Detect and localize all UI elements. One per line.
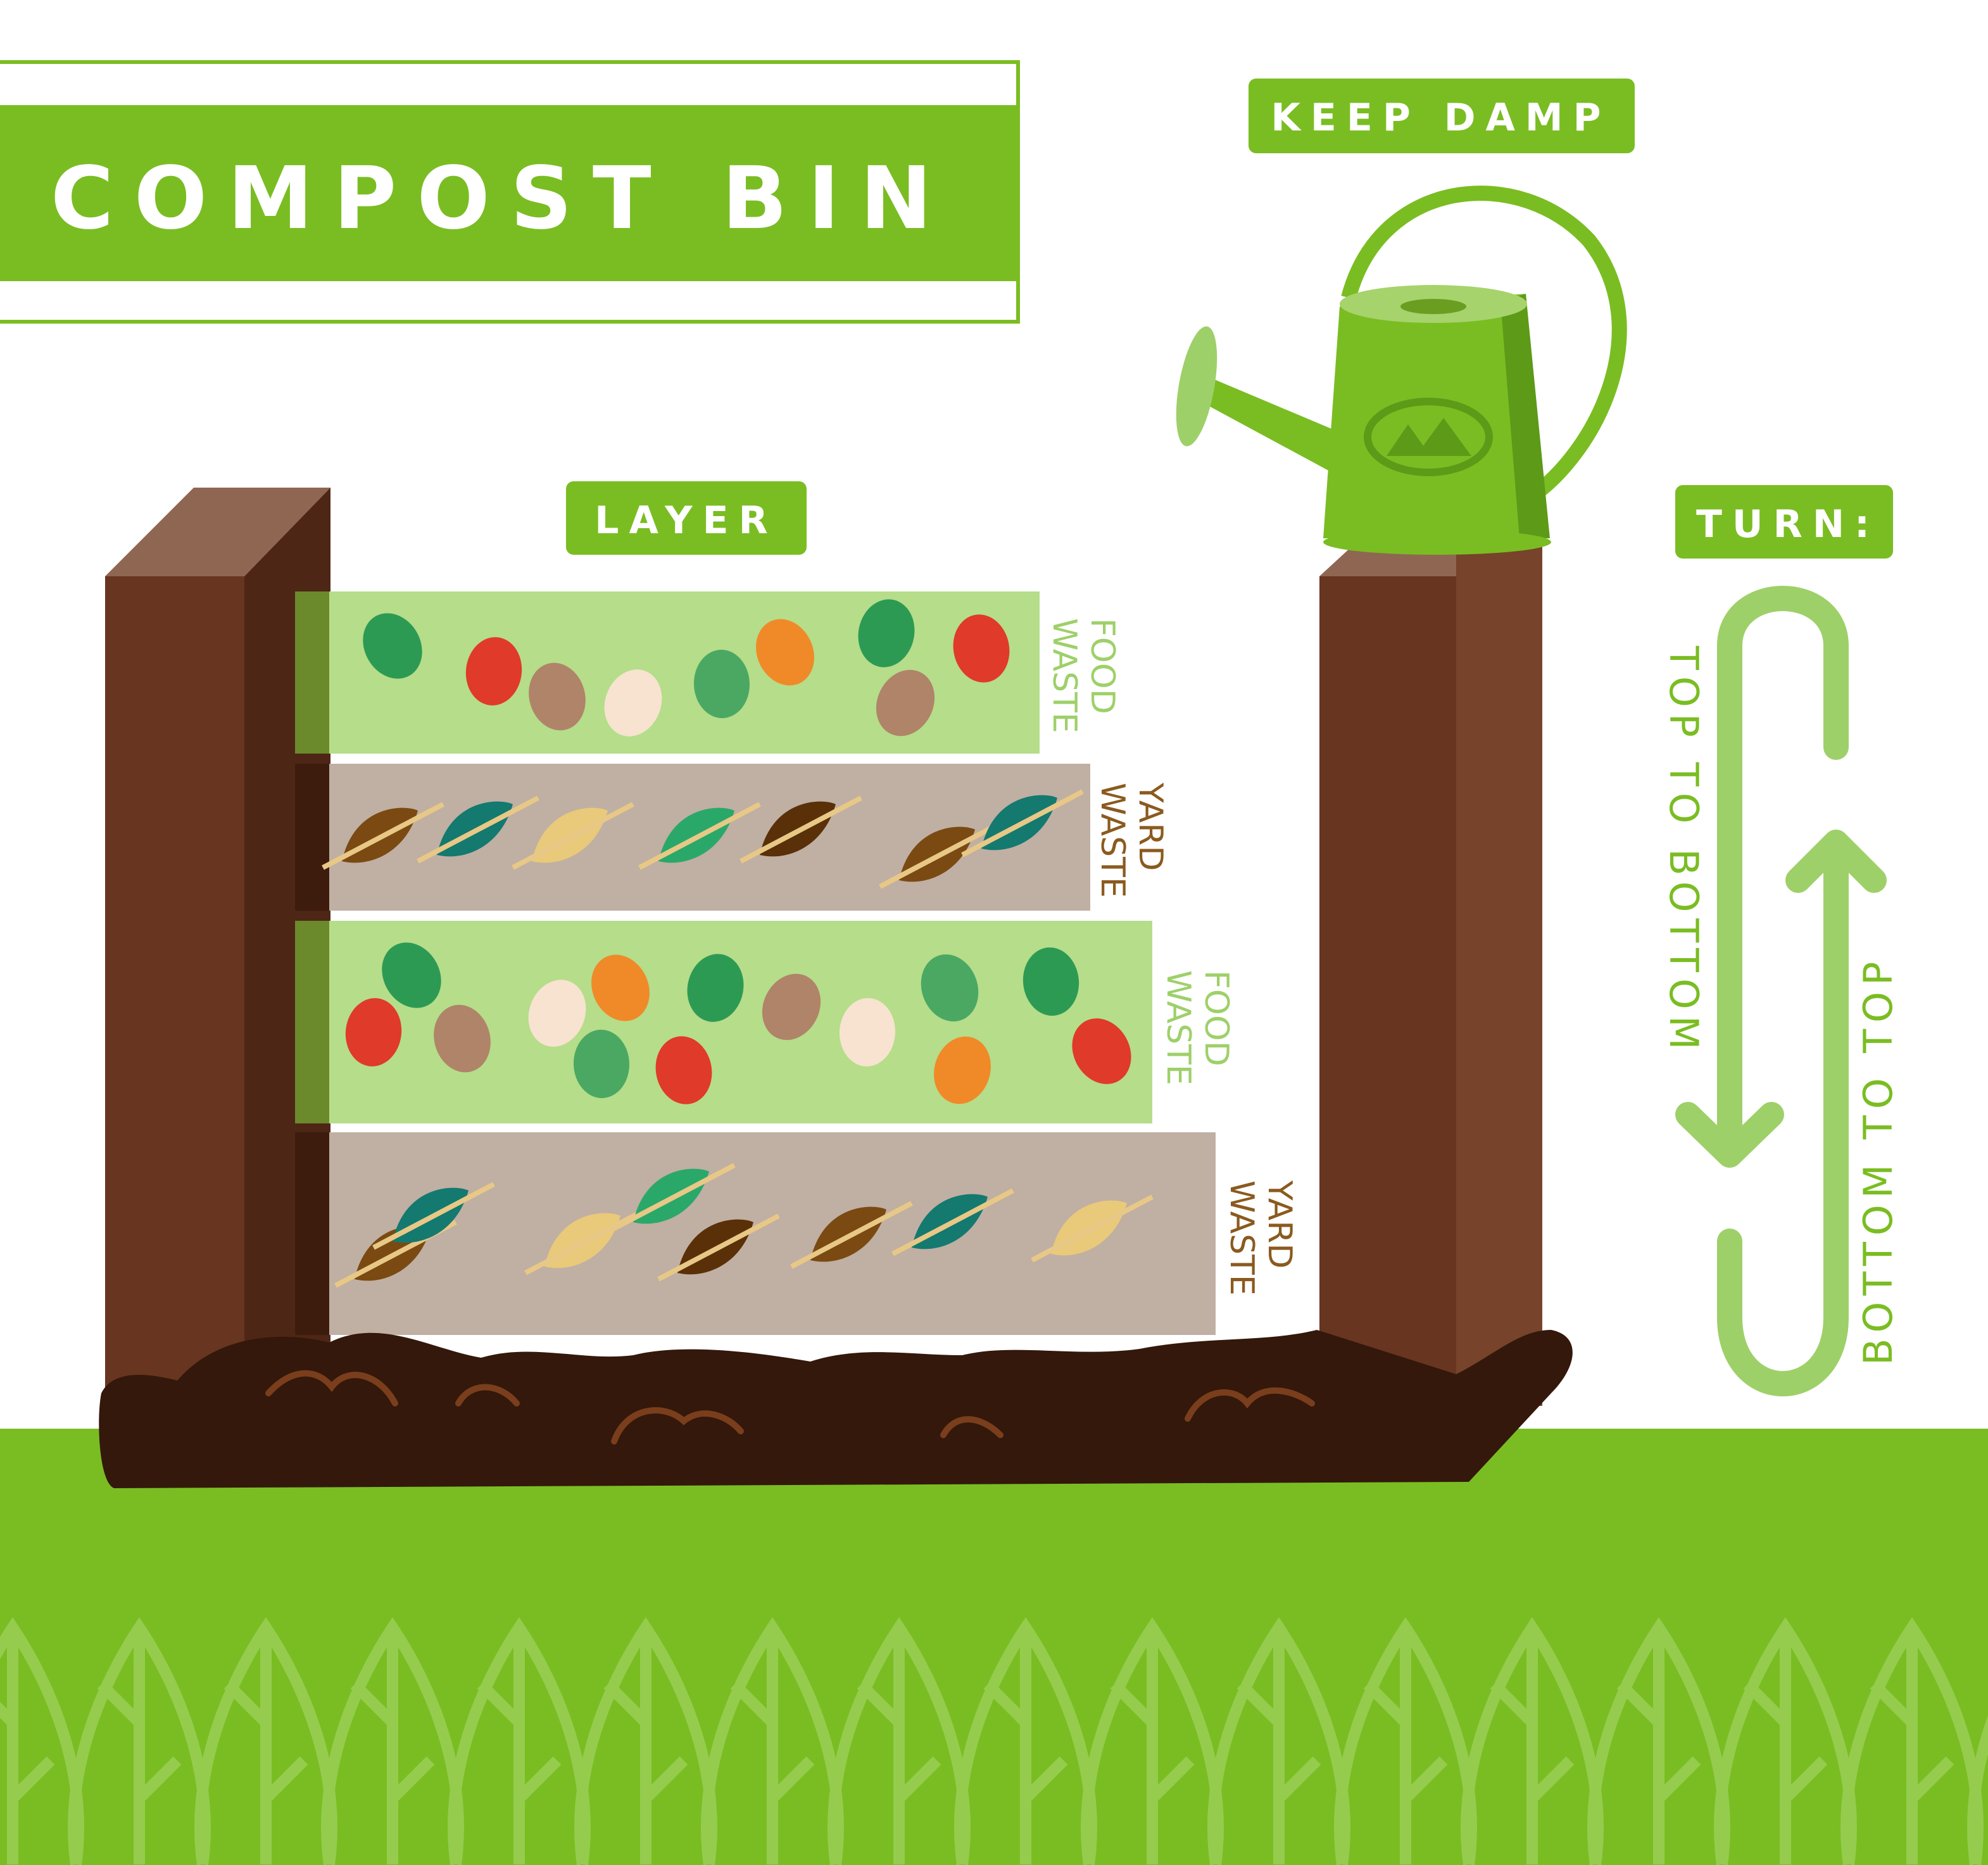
- watering-can-icon: [1176, 186, 1627, 555]
- layer-label-4-line1: YARD: [1261, 1180, 1299, 1268]
- turn-cycle-arrows: [1675, 586, 1887, 1396]
- food-scrap-icon: [604, 669, 662, 737]
- layer-label-1-line1: FOOD: [1083, 618, 1121, 714]
- food-scrap-icon: [876, 669, 935, 737]
- twig-icon: [322, 802, 444, 870]
- layer-label-2-line2: WASTE: [1093, 783, 1131, 898]
- layer-label-2: YARDWASTE: [1093, 782, 1169, 898]
- worm-mounds: [265, 1370, 1315, 1445]
- food-scrap-icon: [591, 954, 650, 1021]
- food-scrap-icon: [1022, 947, 1079, 1016]
- layer-label-3-line1: FOOD: [1197, 970, 1235, 1066]
- food-scrap-icon: [465, 637, 522, 705]
- twig-icon: [739, 795, 862, 864]
- soil-mound: [99, 1330, 1573, 1488]
- turn-text: TURN:: [1696, 502, 1880, 547]
- food-scrap-icon: [953, 614, 1010, 683]
- food-scrap-icon: [382, 942, 441, 1008]
- layer-label-4-line2: WASTE: [1223, 1180, 1261, 1296]
- food-scrap-icon: [363, 613, 422, 679]
- layer-label-1-line2: WASTE: [1045, 618, 1083, 733]
- food-scrap-icon: [839, 998, 896, 1066]
- leaf-pattern: [0, 1617, 1988, 1865]
- keep-damp-text: KEEP DAMP: [1271, 96, 1611, 140]
- post-gap: [295, 764, 329, 911]
- food-scrap-icon: [687, 954, 744, 1022]
- twig-icon: [638, 802, 761, 870]
- twig-icon: [879, 821, 1002, 889]
- twig-icon: [512, 802, 634, 870]
- layer-label-2-line1: YARD: [1131, 782, 1169, 871]
- bottom-to-top-text: BOTTOM TO TOP: [1855, 956, 1901, 1365]
- food-scrap-icon: [345, 998, 402, 1066]
- turn-label: TURN:: [1675, 485, 1893, 559]
- page-title: COMPOST BIN: [51, 149, 952, 249]
- twig-icon: [372, 1182, 495, 1250]
- layer-label: LAYER: [566, 481, 807, 555]
- food-scrap-icon: [921, 954, 979, 1021]
- layer-label-1: FOODWASTE: [1045, 618, 1121, 733]
- food-scrap-icon: [693, 650, 750, 718]
- title-banner: COMPOST BIN: [0, 60, 1020, 324]
- food-scrap-icon: [434, 1004, 491, 1073]
- ground: [0, 1429, 1988, 1865]
- layer-label-3: FOODWASTE: [1159, 970, 1235, 1085]
- food-scrap-icon: [529, 662, 586, 731]
- right-post: [1319, 532, 1542, 1406]
- layer-text: LAYER: [595, 498, 778, 543]
- top-to-bottom-text: TOP TO BOTTOM: [1661, 645, 1707, 1056]
- food-scrap-icon: [655, 1036, 712, 1104]
- food-scrap-icon: [528, 980, 586, 1047]
- post-gap: [295, 1132, 329, 1335]
- layer-label-4: YARDWASTE: [1223, 1180, 1299, 1296]
- food-scrap-icon: [762, 973, 821, 1040]
- arrow-down-icon: [1675, 586, 1849, 1168]
- twig-icon: [961, 789, 1084, 857]
- food-scrap-icon: [858, 599, 915, 667]
- food-scrap-icon: [573, 1030, 630, 1098]
- layer-label-3-line2: WASTE: [1159, 970, 1197, 1085]
- twig-icon: [891, 1188, 1014, 1256]
- twig-icon: [417, 795, 539, 864]
- waste-items: [322, 599, 1154, 1288]
- twig-icon: [1031, 1194, 1154, 1263]
- keep-damp-label: KEEP DAMP: [1249, 79, 1635, 153]
- arrow-up-icon: [1717, 830, 1887, 1396]
- food-scrap-icon: [934, 1036, 991, 1104]
- twig-icon: [613, 1163, 736, 1231]
- food-scrap-icon: [1072, 1018, 1131, 1084]
- food-scrap-icon: [756, 619, 814, 686]
- twig-icon: [657, 1213, 780, 1282]
- twig-icon: [790, 1201, 913, 1269]
